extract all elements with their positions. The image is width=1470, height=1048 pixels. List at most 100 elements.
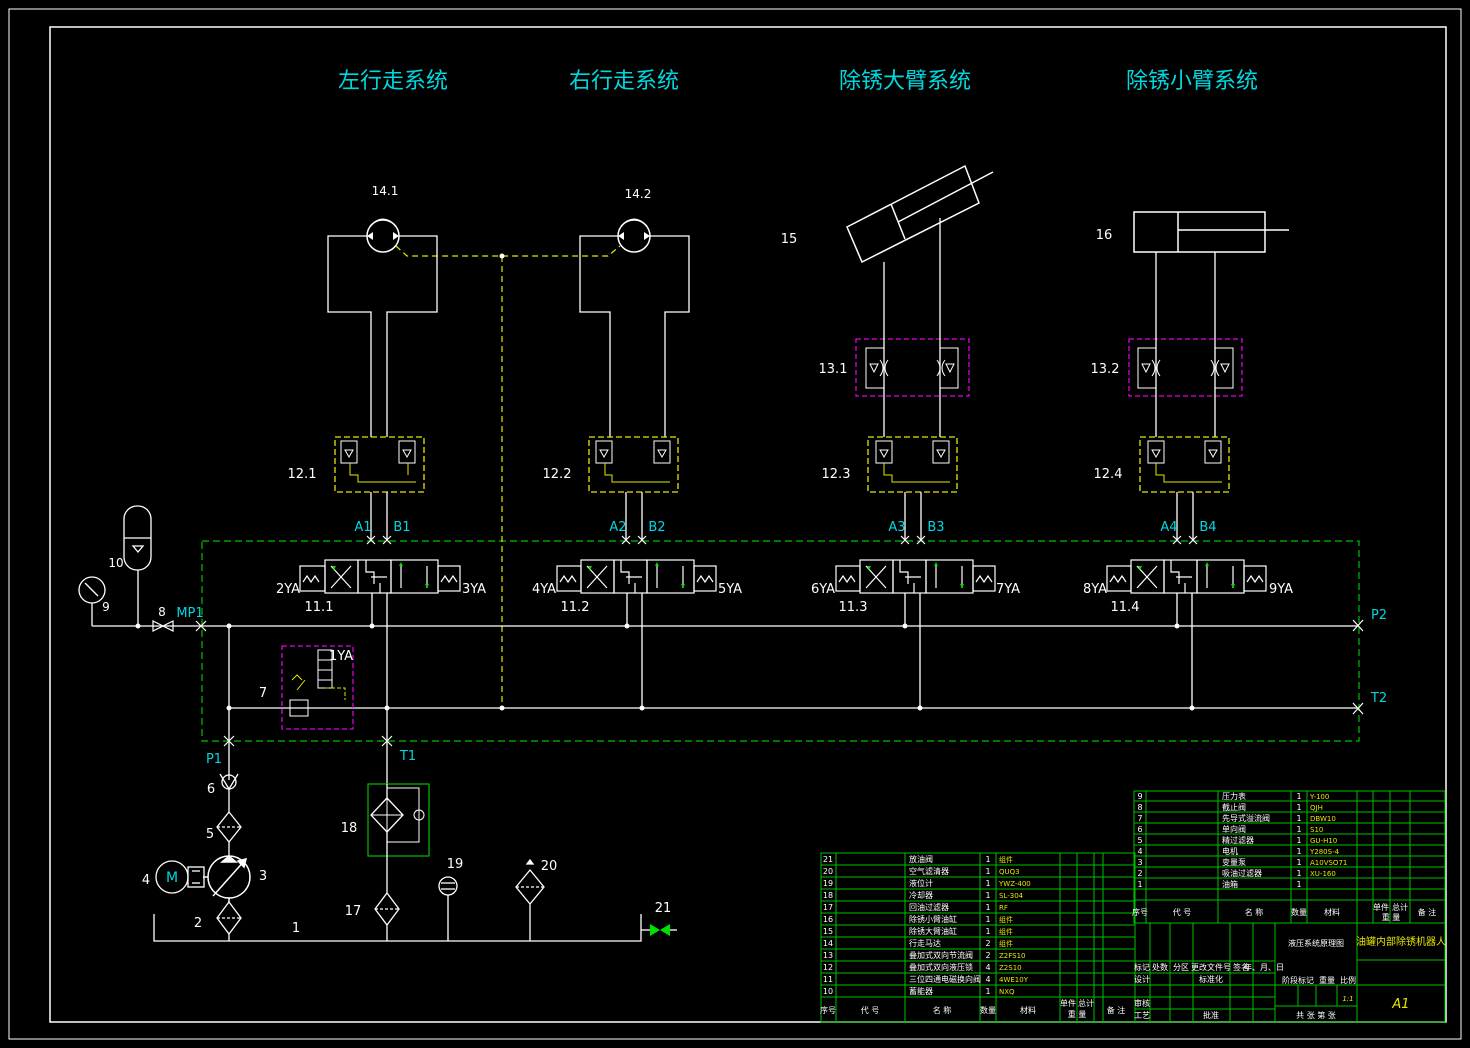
bom-upper-qty: 1 xyxy=(1296,814,1301,823)
solenoid-5YA: 5YA xyxy=(718,582,742,597)
bom-upper-name: 单向阀 xyxy=(1222,824,1246,834)
bom-lower-code: Z2S10 xyxy=(999,964,1022,972)
return-filter-17 xyxy=(374,856,400,941)
bom-lower-code: RF xyxy=(999,904,1008,912)
label-21: 21 xyxy=(655,901,672,916)
port-T1: T1 xyxy=(399,749,416,764)
bom-lower-name: 行走马达 xyxy=(909,938,941,948)
drawing-name: 液压系统原理图 xyxy=(1288,938,1344,948)
label-2: 2 xyxy=(194,916,202,931)
bom-upper-name: 电机 xyxy=(1222,846,1238,856)
sheets-label: 共 张 第 张 xyxy=(1296,1010,1336,1020)
label-18: 18 xyxy=(341,821,358,836)
accumulator-10 xyxy=(123,505,152,626)
label-3: 3 xyxy=(259,869,267,884)
solenoid-8YA: 8YA xyxy=(1083,582,1107,597)
role-craft: 工艺 xyxy=(1134,1011,1150,1020)
label-11-4: 11.4 xyxy=(1111,600,1140,615)
bom-lower-code: SL-304 xyxy=(999,892,1024,900)
motor-14-2 xyxy=(617,218,651,253)
bom-upper-no: 9 xyxy=(1137,792,1142,801)
directional-valve-11-4 xyxy=(1106,559,1267,594)
port-A1: A1 xyxy=(354,520,371,535)
role-approve: 批准 xyxy=(1203,1010,1219,1020)
title-small-arm: 除锈小臂系统 xyxy=(1126,69,1258,94)
bom-lower-no: 14 xyxy=(823,939,833,948)
bom-lower-qty: 4 xyxy=(985,975,990,984)
main-lines xyxy=(92,593,1358,784)
bom-lower-qty: 1 xyxy=(985,867,990,876)
hydraulic-lock-12-4 xyxy=(1139,436,1230,541)
bom-lower-code: 组件 xyxy=(999,855,1013,864)
hydraulic-lock-12-3 xyxy=(867,436,958,541)
bom-lower-name: 三位四通电磁换向阀 xyxy=(909,974,981,984)
bom-upper-hdr-weight: 重 量 xyxy=(1382,912,1401,922)
bom-upper-no: 8 xyxy=(1137,803,1142,812)
solenoid-6YA: 6YA xyxy=(811,582,835,597)
label-13-2: 13.2 xyxy=(1091,362,1120,377)
bom-upper-no: 1 xyxy=(1137,880,1142,889)
throttle-valve-13-2 xyxy=(1128,337,1243,437)
bom-lower-hdr-remark: 备 注 xyxy=(1107,1005,1126,1015)
rev-hdr-3: 更改文件号 xyxy=(1191,962,1231,972)
ratio-label: 比例 xyxy=(1340,975,1356,985)
bom-lower-qty: 1 xyxy=(985,903,990,912)
bom-upper-qty: 1 xyxy=(1296,792,1301,801)
bom-upper-no: 3 xyxy=(1137,858,1142,867)
bom-lower-qty: 2 xyxy=(985,951,990,960)
bom-lower-code: YWZ-400 xyxy=(998,880,1031,888)
air-breather-20 xyxy=(515,858,545,941)
bom-lower-qty: 1 xyxy=(985,855,990,864)
bom-upper-code: A10VSO71 xyxy=(1310,859,1347,867)
bom-upper-qty: 1 xyxy=(1296,803,1301,812)
bom-lower-no: 11 xyxy=(823,975,833,984)
inner-frame xyxy=(49,26,1447,1023)
bom-lower-name: 空气滤清器 xyxy=(909,866,949,876)
label-11-3: 11.3 xyxy=(839,600,868,615)
title-block-grid xyxy=(820,790,1446,1023)
label-20: 20 xyxy=(541,859,558,874)
bom-upper-hdr-single: 单件 xyxy=(1373,902,1389,912)
bom-lower-name: 液位计 xyxy=(909,878,933,888)
directional-valve-11-2-arrows xyxy=(588,562,685,588)
label-12-3: 12.3 xyxy=(822,467,851,482)
label-1: 1 xyxy=(292,921,300,936)
bom-upper-hdr-remark: 备 注 xyxy=(1418,907,1437,917)
bom-lower-qty: 1 xyxy=(985,879,990,888)
title-left-travel: 左行走系统 xyxy=(338,69,448,94)
bom-lower-code: 4WE10Y xyxy=(999,976,1029,984)
bom-upper-qty: 1 xyxy=(1296,858,1301,867)
bom-upper-code: DBW10 xyxy=(1310,815,1336,823)
label-12-1: 12.1 xyxy=(288,467,317,482)
bom-lower-no: 15 xyxy=(823,927,833,936)
bom-lower-name: 除锈小臂油缸 xyxy=(909,914,957,924)
bom-upper-no: 4 xyxy=(1137,847,1142,856)
drain-valve-21 xyxy=(641,924,677,936)
label-11-2: 11.2 xyxy=(561,600,590,615)
bom-lower-no: 16 xyxy=(823,915,833,924)
bom-upper-no: 6 xyxy=(1137,825,1142,834)
motor-4 xyxy=(155,860,205,894)
bom-lower-code: 组件 xyxy=(999,915,1013,924)
hydraulic-lock-12-2 xyxy=(588,436,679,541)
bom-lower-qty: 1 xyxy=(985,891,990,900)
role-std: 标准化 xyxy=(1199,974,1223,984)
bom-lower-code: NXQ xyxy=(999,988,1015,996)
bom-lower-no: 17 xyxy=(823,903,833,912)
sheet-size: A1 xyxy=(1391,997,1409,1012)
filter-5 xyxy=(216,789,242,856)
bom-upper-hdr-total: 总计 xyxy=(1392,902,1408,912)
bom-lower-no: 20 xyxy=(823,867,833,876)
bom-lower-code: Z2FS10 xyxy=(999,952,1026,960)
bom-lower-hdr-total: 总计 xyxy=(1078,998,1094,1008)
rev-hdr-1: 处数 xyxy=(1152,962,1168,972)
bom-lower-qty: 4 xyxy=(985,963,990,972)
directional-valve-11-1 xyxy=(299,559,461,594)
label-15: 15 xyxy=(781,232,798,247)
title-big-arm: 除锈大臂系统 xyxy=(839,69,971,94)
label-14-2: 14.2 xyxy=(625,187,652,201)
directional-valve-11-4-arrows xyxy=(1138,562,1235,588)
port-T2: T2 xyxy=(1370,691,1387,706)
hydraulic-lock-12-1 xyxy=(334,436,425,541)
